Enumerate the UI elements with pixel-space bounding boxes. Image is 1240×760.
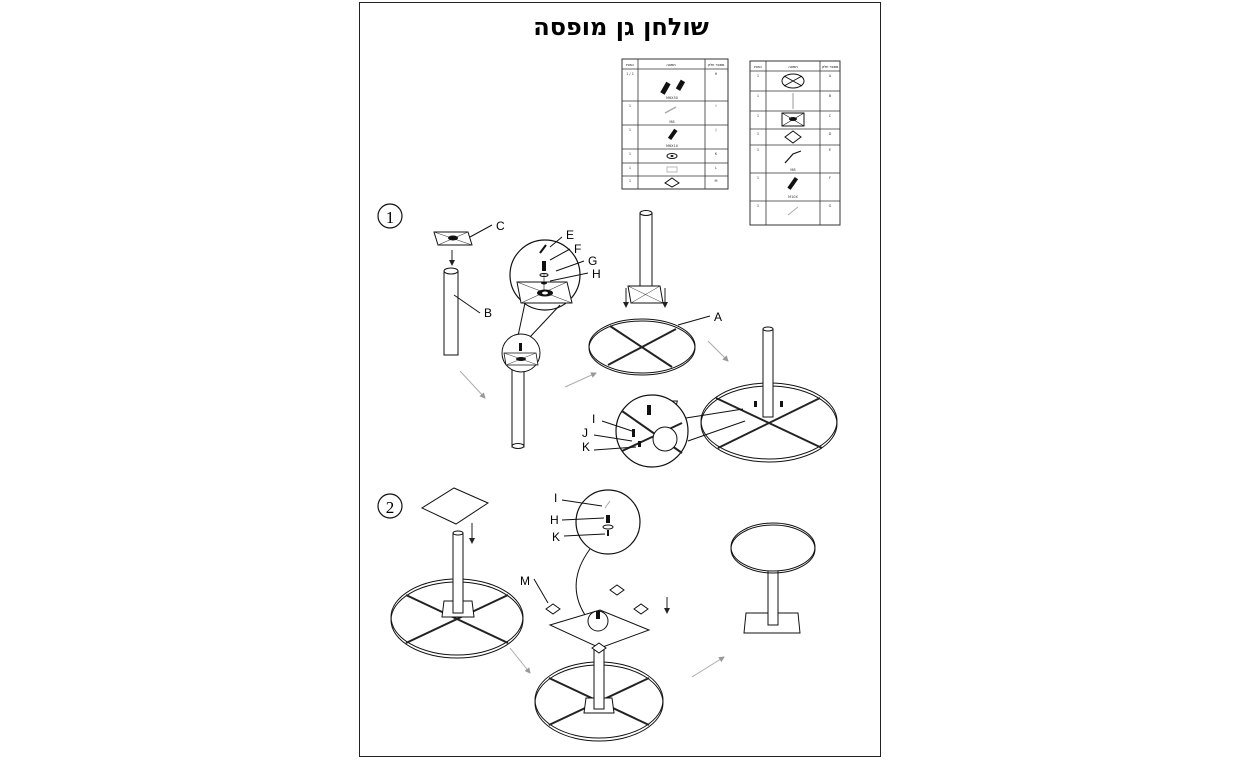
label-k-2: K — [552, 530, 560, 544]
table-step2-left — [390, 530, 524, 659]
bolt-icon — [787, 176, 799, 190]
tbl-left-qty: 1 — [629, 166, 631, 170]
step-1-marker: 1 — [377, 203, 403, 229]
tbl-left-code: M6X50 — [666, 96, 678, 100]
label-m: M — [520, 574, 530, 588]
assembly-drawing: כמות תמונה מספר חלק 1 / 1 M6X50 H 1 M8 I… — [377, 58, 841, 742]
parts-table-left: כמות תמונה מספר חלק 1 / 1 M6X50 H 1 M8 I… — [621, 58, 729, 190]
tabletop-icon — [781, 73, 805, 89]
step-2-marker: 2 — [377, 493, 403, 519]
pole-upright — [627, 210, 664, 304]
part-b-pole — [443, 267, 459, 356]
label-g: G — [588, 254, 597, 268]
tbl-left-h-qty: כמות — [626, 63, 634, 67]
tbl-left-h-part: מספר חלק — [708, 63, 725, 67]
tbl-left-letter: L — [715, 166, 717, 170]
tbl-right-qty: 1 — [757, 148, 759, 152]
tbl-right-letter: B — [829, 94, 832, 98]
tbl-right-qty: 1 — [757, 132, 759, 136]
tbl-right-qty: 1 — [757, 176, 759, 180]
instruction-sheet: שולחן גן מופסה כמות תמונה מספר חלק — [359, 2, 881, 757]
page-title: שולחן גן מופסה — [533, 13, 709, 41]
bolt-icon — [667, 128, 678, 141]
tbl-right-h-img: תמונה — [788, 65, 797, 69]
tbl-right-letter: C — [829, 114, 832, 118]
tbl-left-letter: H — [715, 72, 718, 76]
key-icon — [787, 206, 799, 216]
parts-table-right: כמות תמונה מספר חלק 1 A 1 B 1 C 1 D 1 M8… — [749, 60, 841, 226]
label-k: K — [582, 440, 590, 454]
wrench-icon — [784, 150, 802, 164]
tbl-right-code: M8 — [790, 168, 795, 172]
detail-callout-underside — [615, 394, 689, 468]
wrench-icon — [664, 106, 677, 114]
tbl-left-qty: 1 — [629, 128, 631, 132]
tbl-right-letter: A — [829, 74, 832, 78]
tbl-right-letter: D — [829, 132, 832, 136]
detail-callout-bolt-assembly — [509, 239, 581, 311]
part-a-tabletop — [588, 318, 696, 376]
base-plate-diamond — [420, 487, 490, 525]
tbl-left-letter: M — [714, 179, 717, 183]
diamond-icon — [664, 177, 680, 188]
pole-with-plate — [501, 333, 541, 449]
tbl-right-h-part: מספר חלק — [822, 65, 839, 69]
washer-icon — [666, 153, 678, 159]
tbl-left-qty: 1 / 1 — [626, 72, 634, 76]
pad-icon — [666, 166, 678, 173]
tbl-left-letter: I — [715, 104, 716, 108]
tbl-left-code: M8 — [669, 120, 674, 124]
table-step2-center — [534, 609, 664, 742]
tbl-right-qty: 1 — [757, 114, 759, 118]
step-2-number: 2 — [386, 498, 395, 517]
tbl-right-qty: 1 — [757, 204, 759, 208]
base-plate-icon — [781, 112, 805, 127]
diamond-icon — [784, 130, 802, 144]
label-f: F — [574, 242, 581, 256]
tbl-right-h-qty: כמות — [754, 65, 762, 69]
tbl-left-letter: J — [714, 128, 716, 132]
bolt-icon — [660, 79, 686, 95]
tbl-left-code: M6X10 — [666, 144, 678, 148]
detail-callout-fixing — [575, 489, 641, 555]
tbl-right-code: M10X — [788, 195, 798, 199]
tbl-left-qty: 1 — [629, 104, 631, 108]
foot-pad — [545, 584, 649, 615]
tbl-right-letter: F — [829, 176, 831, 180]
label-h: H — [592, 267, 601, 281]
label-e: E — [566, 228, 574, 242]
part-c-plate — [433, 231, 473, 246]
tbl-right-letter: G — [829, 204, 832, 208]
tbl-left-qty: 1 — [629, 152, 631, 156]
tbl-right-qty: 1 — [757, 74, 759, 78]
label-b: B — [484, 306, 492, 320]
tbl-right-letter: E — [829, 148, 831, 152]
tbl-left-letter: K — [715, 152, 718, 156]
label-a: A — [714, 310, 722, 324]
label-i: I — [592, 412, 595, 426]
label-j: J — [582, 426, 588, 440]
finished-table — [730, 522, 816, 634]
label-c: C — [496, 219, 505, 233]
tbl-left-h-img: תמונה — [666, 63, 675, 67]
tbl-left-qty: 1 — [629, 179, 631, 183]
label-h-2: H — [550, 513, 559, 527]
label-i-2: I — [554, 491, 557, 505]
step-1-number: 1 — [386, 208, 395, 227]
tbl-right-qty: 1 — [757, 94, 759, 98]
